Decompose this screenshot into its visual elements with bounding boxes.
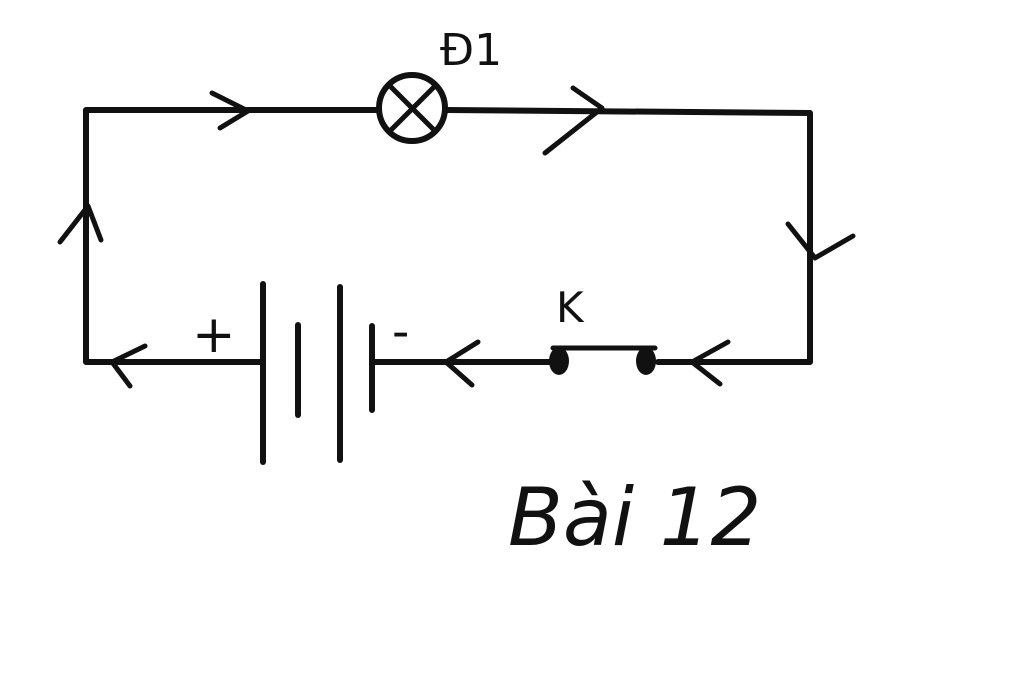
switch-k: K <box>549 283 658 375</box>
arrow-top-right <box>542 85 605 156</box>
wire-top-right <box>443 107 813 365</box>
arrow-left-side <box>57 203 104 245</box>
arrow-right-side <box>785 221 856 261</box>
lamp-circle <box>376 72 448 144</box>
arrow-bottom-middle <box>443 339 481 388</box>
battery-plus-label: + <box>192 305 236 365</box>
battery: + - <box>192 281 409 465</box>
arrow-bottom-left <box>109 343 148 389</box>
wire-left-top <box>83 107 381 365</box>
arrow-bottom-right <box>689 339 731 387</box>
current-arrows <box>57 85 856 389</box>
lamp-d1: Đ1 <box>376 25 502 144</box>
switch-label: K <box>556 283 585 332</box>
arrow-top-left <box>209 90 251 131</box>
wires <box>83 107 813 365</box>
battery-minus-label: - <box>392 304 409 360</box>
switch-contact-left <box>549 347 569 375</box>
lamp-label: Đ1 <box>440 25 502 76</box>
switch-contact-right <box>636 347 656 375</box>
diagram-caption: Bài 12 <box>508 471 761 564</box>
lamp-cross-2 <box>387 83 438 134</box>
